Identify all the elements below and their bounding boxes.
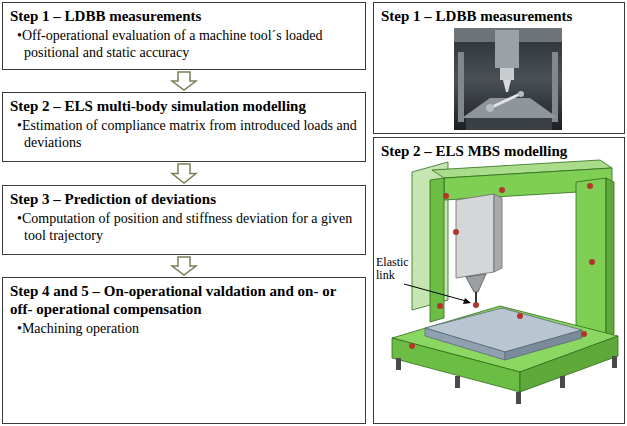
step-description: •Off-operational evaluation of a machine… (10, 27, 358, 61)
figure-panel: Step 1 – LDBB measurements (373, 2, 625, 134)
step-box: Step 3 – Prediction of deviations •Comput… (2, 185, 366, 255)
leader-line (404, 284, 471, 304)
flow-arrow (172, 257, 196, 275)
step-description: •Machining operation (10, 320, 358, 337)
elastic-link-dots (409, 183, 595, 349)
step-heading: Step 2 – ELS multi-body simulation model… (10, 97, 358, 115)
step-box: Step 1 – LDBB measurements •Off-operation… (2, 2, 366, 70)
figure-panel: Step 2 – ELS MBS modelling (373, 137, 625, 424)
flow-arrow (172, 164, 196, 183)
machine-model (392, 160, 618, 404)
step-description: •Computation of position and stiffness d… (10, 210, 358, 244)
machine-photo (454, 28, 562, 130)
step-description: •Estimation of compliance matrix from in… (10, 117, 358, 151)
step-heading: Step 4 and 5 – On-operational valdation … (10, 282, 358, 318)
step-box: Step 2 – ELS multi-body simulation model… (2, 92, 366, 162)
step-heading: Step 1 – LDBB measurements (381, 7, 617, 25)
step-heading: Step 1 – LDBB measurements (10, 7, 358, 25)
step-heading: Step 3 – Prediction of deviations (10, 190, 358, 208)
step-box: Step 4 and 5 – On-operational valdation … (2, 277, 366, 424)
flow-arrow (172, 72, 196, 90)
callout-label: Elastic link (376, 256, 420, 282)
step-heading: Step 2 – ELS MBS modelling (381, 142, 617, 160)
